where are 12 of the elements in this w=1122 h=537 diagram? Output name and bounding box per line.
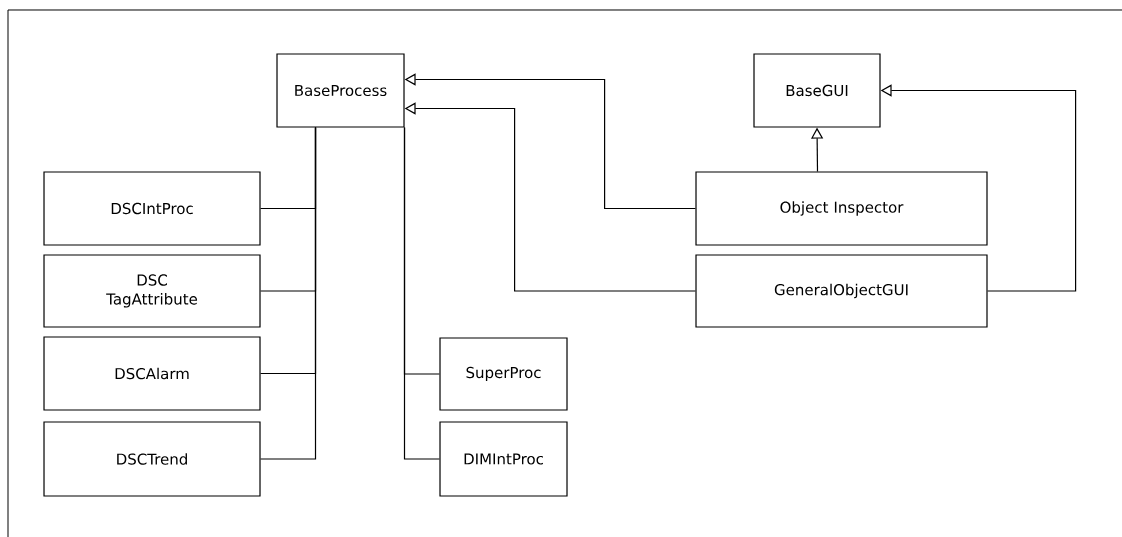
class-box: Object Inspector — [695, 171, 988, 246]
class-box: BaseGUI — [753, 53, 881, 128]
class-box: GeneralObjectGUI — [695, 254, 988, 328]
class-box: BaseProcess — [276, 53, 405, 128]
class-box: DSC TagAttribute — [43, 254, 261, 328]
class-box: SuperProc — [439, 337, 568, 411]
class-box: DIMIntProc — [439, 421, 568, 497]
connector-line — [260, 127, 317, 460]
class-box: DSCTrend — [43, 421, 261, 497]
class-box: DSCAlarm — [43, 336, 261, 411]
connector-line — [403, 127, 440, 460]
class-box: DSCIntProc — [43, 171, 261, 246]
